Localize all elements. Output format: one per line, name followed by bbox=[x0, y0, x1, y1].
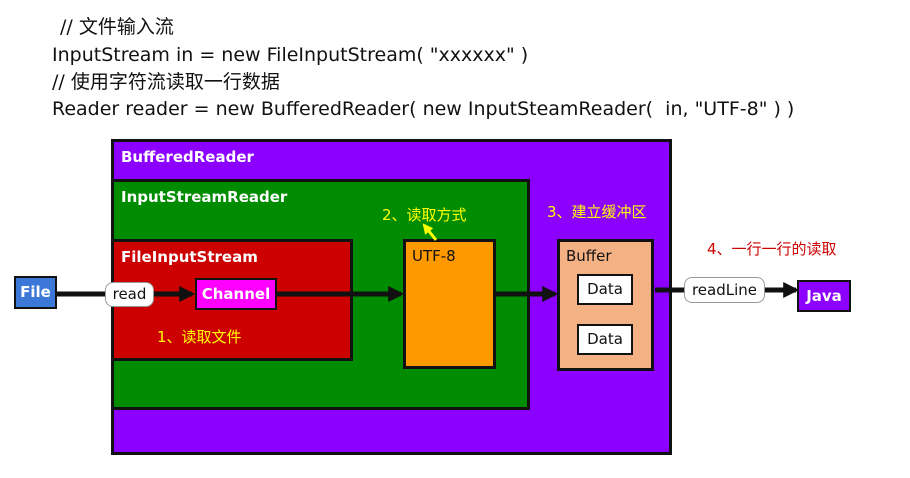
java-node: Java bbox=[797, 280, 851, 312]
code-line-inputstream: InputStream in = new FileInputStream( "x… bbox=[52, 44, 529, 66]
readline-label: readLine bbox=[684, 277, 765, 303]
utf8-box bbox=[403, 239, 496, 369]
note-step-1: 1、读取文件 bbox=[157, 328, 242, 346]
read-label: read bbox=[105, 282, 154, 307]
utf8-label: UTF-8 bbox=[412, 247, 456, 265]
file-node: File bbox=[14, 276, 57, 309]
file-input-stream-label: FileInputStream bbox=[121, 248, 258, 266]
buffer-label: Buffer bbox=[566, 247, 612, 265]
data-item: Data bbox=[577, 274, 633, 305]
input-stream-reader-label: InputStreamReader bbox=[121, 188, 288, 206]
note-step-3: 3、建立缓冲区 bbox=[547, 203, 647, 221]
arrow-utf8-pointer bbox=[422, 223, 438, 241]
channel-node: Channel bbox=[195, 278, 277, 310]
code-comment-2: // 使用字符流读取一行数据 bbox=[52, 71, 280, 93]
code-line-reader: Reader reader = new BufferedReader( new … bbox=[52, 98, 795, 120]
buffered-reader-label: BufferedReader bbox=[121, 148, 254, 166]
note-step-4: 4、一行一行的读取 bbox=[707, 240, 837, 258]
data-item: Data bbox=[577, 324, 633, 355]
note-step-2: 2、读取方式 bbox=[382, 206, 467, 224]
code-comment-1: // 文件输入流 bbox=[60, 16, 174, 38]
